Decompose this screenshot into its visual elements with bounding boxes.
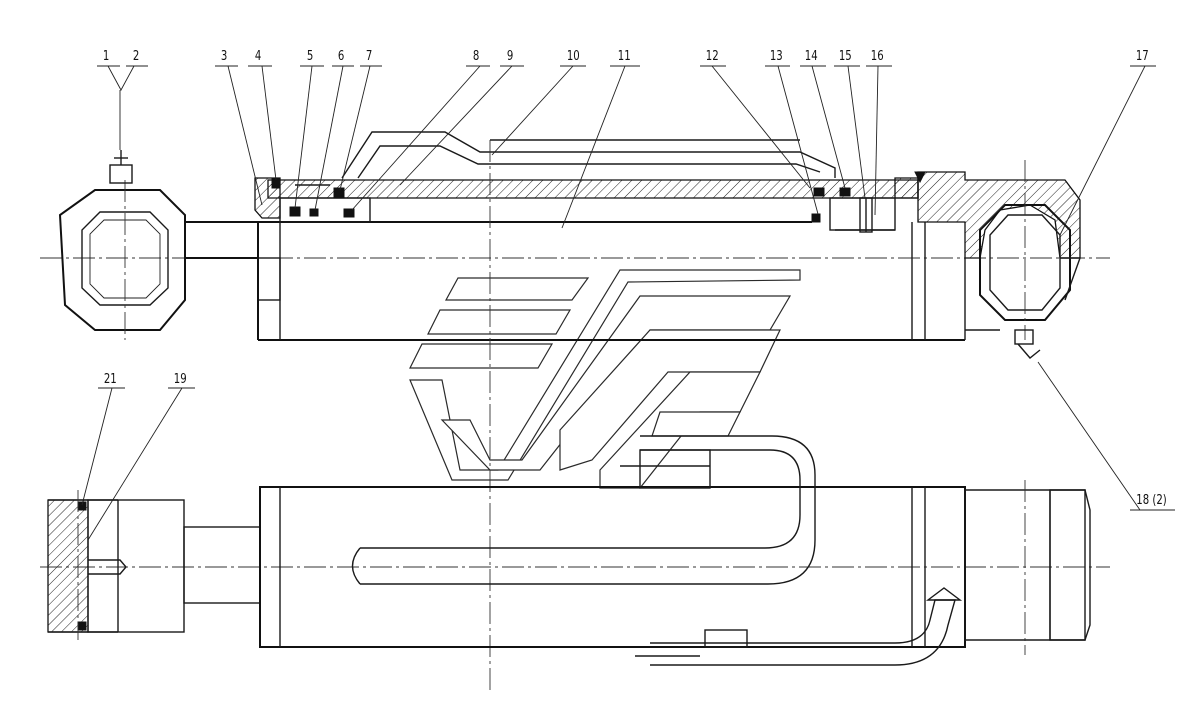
top-section-view bbox=[40, 131, 1110, 690]
watermark-logo bbox=[409, 269, 801, 489]
label-18: 18 (2) bbox=[1136, 492, 1166, 508]
rod-exterior bbox=[183, 526, 261, 604]
oil-pipe-u bbox=[351, 435, 816, 585]
cylinder-barrel bbox=[254, 177, 966, 341]
leader-lines bbox=[81, 65, 1175, 541]
rod-eye bbox=[58, 150, 186, 340]
label-4: 4 bbox=[255, 48, 261, 64]
label-5: 5 bbox=[307, 48, 313, 64]
label-6: 6 bbox=[338, 48, 344, 64]
label-16: 16 bbox=[871, 48, 884, 64]
label-7: 7 bbox=[366, 48, 372, 64]
label-21: 21 bbox=[104, 371, 117, 387]
label-8: 8 bbox=[473, 48, 479, 64]
label-13: 13 bbox=[770, 48, 783, 64]
label-2: 2 bbox=[133, 48, 139, 64]
label-3: 3 bbox=[221, 48, 227, 64]
label-19: 19 bbox=[174, 371, 187, 387]
label-14: 14 bbox=[805, 48, 818, 64]
label-17: 17 bbox=[1136, 48, 1149, 64]
bottom-exterior-view bbox=[40, 435, 1110, 666]
part-labels: 1 2 3 4 5 6 7 8 9 10 11 12 13 14 15 16 1… bbox=[103, 48, 1167, 508]
oil-pipe-top bbox=[341, 131, 836, 690]
label-1: 1 bbox=[103, 48, 109, 64]
label-12: 12 bbox=[706, 48, 719, 64]
cylinder-bottom-eye bbox=[914, 160, 1081, 359]
label-15: 15 bbox=[839, 48, 852, 64]
label-9: 9 bbox=[507, 48, 513, 64]
bottom-end-exterior bbox=[964, 480, 1091, 655]
rod-end-block bbox=[47, 490, 185, 640]
label-11: 11 bbox=[618, 48, 631, 64]
label-10: 10 bbox=[567, 48, 580, 64]
oil-pipe-lower bbox=[635, 587, 963, 666]
piston bbox=[811, 177, 919, 233]
